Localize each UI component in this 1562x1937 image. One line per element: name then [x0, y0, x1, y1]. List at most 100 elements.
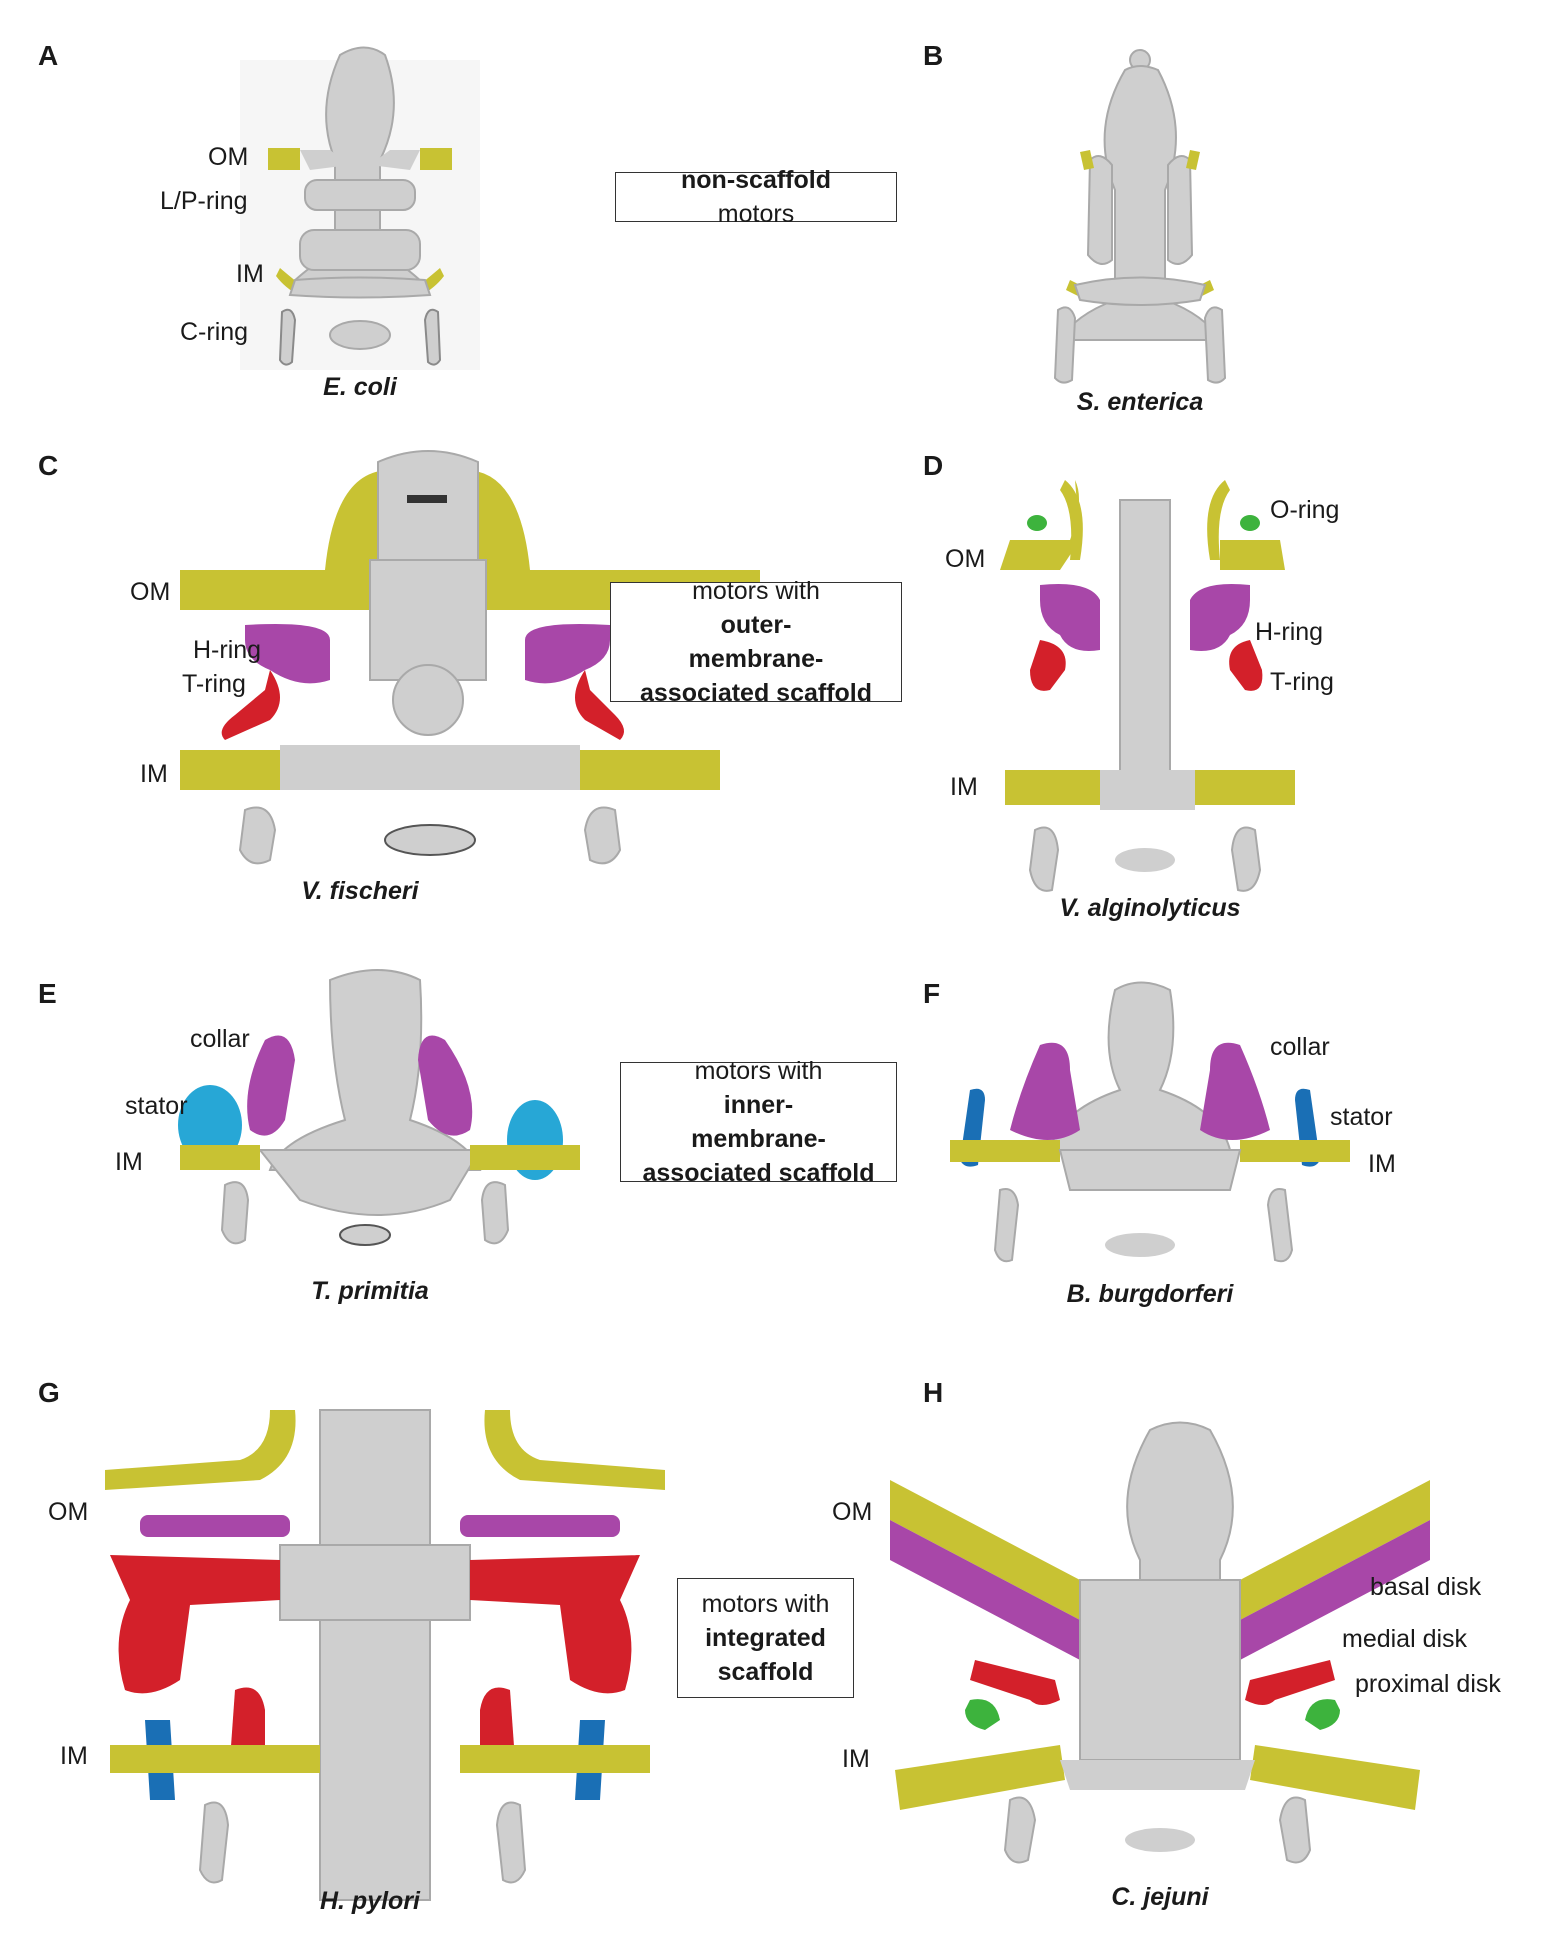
h-ring-right-c: [525, 624, 610, 684]
collar-left-f: [1010, 1042, 1080, 1140]
c-ring-left-a: [278, 308, 297, 366]
label-im-g: IM: [60, 1742, 88, 1770]
box-outer-line1-bold: outer-: [720, 611, 792, 639]
box-integrated-line1: motors with: [701, 1590, 830, 1618]
basal-right-h: [1240, 1520, 1430, 1660]
om-right-b: [1186, 150, 1200, 170]
label-medial-disk-h: medial disk: [1342, 1625, 1468, 1653]
rod-c: [377, 450, 479, 561]
t-ring-left-d: [1030, 640, 1066, 691]
magenta-left-g: [140, 1515, 290, 1537]
om-left-a: [268, 148, 300, 170]
box-non-scaffold-bold: non-scaffold: [681, 166, 831, 194]
collar-left-e: [247, 1035, 295, 1136]
c-ring-right-d: [1230, 826, 1262, 892]
lp-ring-a: [304, 179, 416, 211]
red-left-g: [110, 1555, 280, 1694]
label-im-h: IM: [842, 1745, 870, 1773]
panel-letter-b: B: [923, 40, 944, 71]
species-f: B. burgdorferi: [1066, 1280, 1234, 1308]
rod-e: [268, 969, 482, 1171]
label-stator-e: stator: [125, 1092, 188, 1120]
label-om-a: OM: [208, 143, 249, 171]
im-left-h: [895, 1745, 1065, 1810]
label-h-ring-c: H-ring: [193, 636, 262, 664]
label-collar-f: collar: [1270, 1033, 1330, 1061]
c-ring-right-a: [423, 308, 442, 366]
species-b: S. enterica: [1076, 388, 1204, 416]
label-im-e: IM: [115, 1148, 143, 1176]
im-right-d: [1195, 770, 1295, 805]
panel-letter-h: H: [923, 1377, 944, 1408]
im-right-f: [1240, 1140, 1350, 1162]
label-proximal-disk-h: proximal disk: [1355, 1670, 1501, 1698]
om-right-d: [1220, 540, 1285, 570]
box-outer-membrane: motors with outer- membrane- associated …: [610, 577, 902, 707]
o-ring-left-d: [1027, 515, 1047, 531]
red-inner-right-g: [480, 1687, 515, 1760]
t-ring-right-c: [575, 670, 624, 740]
collar-right-f: [1200, 1042, 1270, 1140]
o-ring-right-d: [1240, 515, 1260, 531]
panel-d-structure: [1000, 480, 1295, 892]
h-ring-right-d: [1190, 584, 1250, 651]
label-h-ring-d: H-ring: [1255, 618, 1324, 646]
label-lp-ring-a: L/P-ring: [160, 187, 248, 215]
panel-letter-f: F: [923, 978, 941, 1009]
label-im-f: IM: [1368, 1150, 1396, 1178]
panel-letter-e: E: [38, 978, 57, 1009]
rod-d: [1119, 499, 1171, 781]
c-ring-center-a: [329, 320, 391, 350]
medial-right-h: [1245, 1660, 1335, 1705]
c-ring-left-d: [1028, 826, 1060, 892]
om-right-a: [420, 148, 452, 170]
box-outer-line2: membrane-: [688, 645, 824, 673]
c-ring-right-b: [1203, 306, 1227, 384]
box-integrated: motors with integrated scaffold: [677, 1578, 854, 1698]
c-ring-right-c: [583, 806, 622, 865]
label-t-ring-c: T-ring: [182, 670, 246, 698]
magenta-right-g: [460, 1515, 620, 1537]
c-ring-left-c: [238, 806, 277, 865]
om-right-g: [484, 1410, 665, 1490]
label-im-c: IM: [140, 760, 168, 788]
im-left-d: [1005, 770, 1100, 805]
species-e: T. primitia: [311, 1277, 429, 1305]
om-g: [105, 1410, 296, 1490]
box-integrated-line2: integrated: [705, 1624, 826, 1652]
box-outer-line1-plain: motors with: [692, 577, 820, 605]
panel-h-structure: [890, 1421, 1430, 1864]
label-stator-f: stator: [1330, 1103, 1393, 1131]
im-right-e: [470, 1145, 580, 1170]
species-g: H. pylori: [319, 1887, 420, 1915]
im-left-c: [180, 750, 280, 790]
panel-letter-a: A: [38, 40, 59, 71]
label-im-a: IM: [236, 260, 264, 288]
panel-letter-g: G: [38, 1377, 60, 1408]
medial-left-h: [970, 1660, 1060, 1705]
om-right-h: [1240, 1480, 1430, 1620]
rod-g: [319, 1409, 431, 1901]
box-inner-line1-bold: inner-: [723, 1091, 794, 1119]
om-left-d: [1000, 480, 1080, 570]
t-ring-left-c: [221, 670, 280, 740]
panel-e-structure: [178, 969, 580, 1246]
box-non-scaffold-rest: motors: [717, 200, 795, 228]
species-a: E. coli: [323, 373, 397, 401]
im-right-h: [1250, 1745, 1420, 1810]
panel-a-structure: [240, 46, 480, 370]
label-om-g: OM: [48, 1498, 89, 1526]
om-left-b: [1080, 150, 1094, 170]
species-c: V. fischeri: [301, 877, 419, 905]
rod-h: [1126, 1421, 1234, 1601]
box-non-scaffold: non-scaffold motors: [615, 166, 897, 228]
box-inner-membrane: motors with inner- membrane- associated …: [620, 1057, 897, 1187]
panel-f-structure: [950, 981, 1350, 1263]
box-outer-line3: associated scaffold: [639, 679, 873, 707]
box-inner-line1-plain: motors with: [694, 1057, 823, 1085]
box-integrated-line3: scaffold: [717, 1658, 814, 1686]
label-om-d: OM: [945, 545, 986, 573]
collar-right-e: [418, 1035, 473, 1136]
red-right-g: [470, 1555, 640, 1694]
label-basal-disk-h: basal disk: [1370, 1573, 1482, 1601]
